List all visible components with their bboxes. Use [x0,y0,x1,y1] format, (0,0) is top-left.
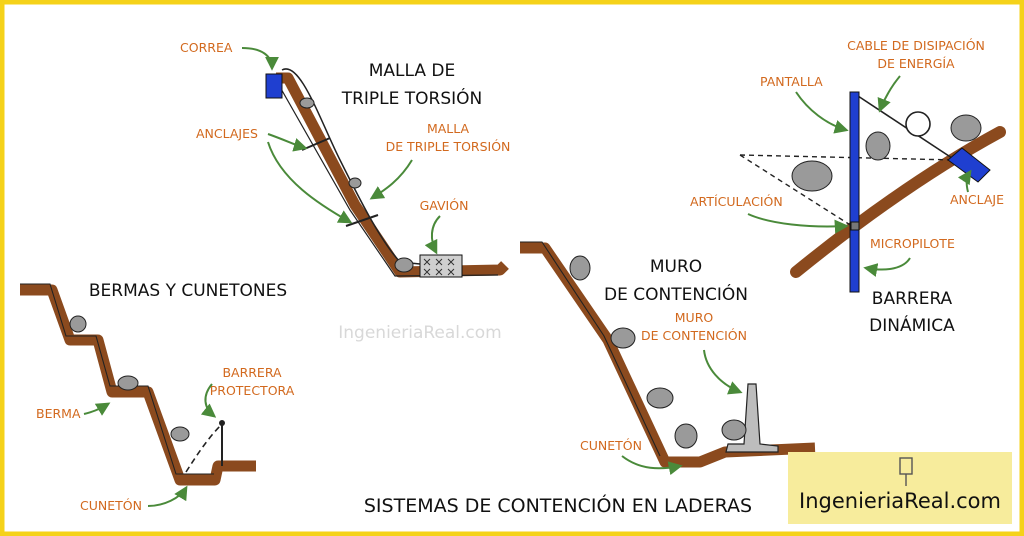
deflection-line-2 [739,154,856,229]
rock-trajectory [185,423,223,473]
arrow-anclaje [957,169,972,193]
arrow-anclaje-2 [267,141,353,224]
brand-logo-icon [899,457,913,486]
gavion-mesh [423,258,455,276]
malla-diagram: MALLA DE TRIPLE TORSIÓN CORREA ANCLAJES … [180,40,511,278]
barrera-slope [790,126,1006,278]
label-articulacion: ARTÍCULACIÓN [690,194,783,209]
arrow-gavion [424,215,441,255]
label-cuneton-2: CUNETÓN [580,438,642,453]
barrera-title-line1: BARRERA [872,289,953,309]
bermas-slope [20,284,256,486]
malla-slope [276,72,509,278]
arrow-muro [703,349,743,395]
arrow-cuneton-2 [621,455,683,476]
arrow-anclaje-1 [267,133,308,152]
malla-title-line2: TRIPLE TORSIÓN [341,87,483,109]
label-correa: CORREA [180,40,233,55]
arrow-malla [369,159,413,200]
deflection-line-1 [739,154,956,161]
barrera-diagram: BARRERA DINÁMICA CABLE DE DISIPACIÓN DE … [690,38,1006,336]
rock [721,419,747,441]
barrera-post-top [219,420,225,426]
bermas-diagram: BERMAS Y CUNETONES BERMA BARRERA PROTECT… [20,281,295,513]
arrow-correa [241,47,279,71]
articulacion-joint [850,221,860,231]
arrow-cable [877,75,901,113]
rock [394,257,414,273]
rock-outline [905,111,931,137]
arrow-barrera-prot [200,383,217,418]
malla-title-line1: MALLA DE [369,61,456,81]
rock [117,375,139,391]
rock [69,315,87,333]
label-malla-line1: MALLA [427,121,470,136]
watermark: IngenieriaReal.com [338,323,501,343]
rock [170,426,190,442]
arrow-berma [83,402,111,416]
arrow-cuneton [147,485,188,507]
anclaje-2 [345,214,379,227]
correa-block [265,73,283,99]
muro-diagram: MURO DE CONTENCIÓN MURO DE CONTENCIÓN CU… [520,241,816,476]
label-barrera-prot-line1: BARRERA [222,365,282,380]
muro-title-line1: MURO [650,257,702,277]
label-cable-line2: DE ENERGÍA [877,56,955,71]
brand-text: IngenieriaReal.com [799,489,1001,513]
bermas-title: BERMAS Y CUNETONES [89,281,287,301]
label-berma: BERMA [36,406,81,421]
arrow-micropilote [863,257,911,277]
rock [299,97,315,109]
muro-wall [725,383,779,453]
rock [865,131,891,161]
rock [646,387,674,409]
label-muro-line2: DE CONTENCIÓN [641,328,747,343]
rock [348,177,362,189]
barrera-title-line2: DINÁMICA [869,314,955,336]
muro-title-line2: DE CONTENCIÓN [604,283,748,305]
main-title: SISTEMAS DE CONTENCIÓN EN LADERAS [364,493,752,517]
arrow-pantalla [795,91,849,134]
rock [791,160,833,192]
label-pantalla: PANTALLA [760,74,823,89]
label-anclaje: ANCLAJE [950,192,1004,207]
rock [674,423,698,449]
pantalla-post [849,91,860,293]
bermas-outline [20,283,214,475]
label-cable-line1: CABLE DE DISIPACIÓN [847,38,985,53]
label-micropilote: MICROPILOTE [870,236,955,251]
muro-outline [520,241,661,457]
arrow-articulacion [747,213,849,234]
label-gavion: GAVIÓN [420,198,469,213]
label-malla-line2: DE TRIPLE TORSIÓN [386,139,511,154]
label-barrera-prot-line2: PROTECTORA [210,383,295,398]
label-cuneton: CUNETÓN [80,498,142,513]
rock [569,255,591,281]
rock [610,327,636,349]
muro-slope [520,242,816,468]
malla-mesh-line [281,68,421,265]
rock [950,114,982,142]
label-muro-line1: MURO [675,310,714,325]
label-anclajes: ANCLAJES [196,126,258,141]
